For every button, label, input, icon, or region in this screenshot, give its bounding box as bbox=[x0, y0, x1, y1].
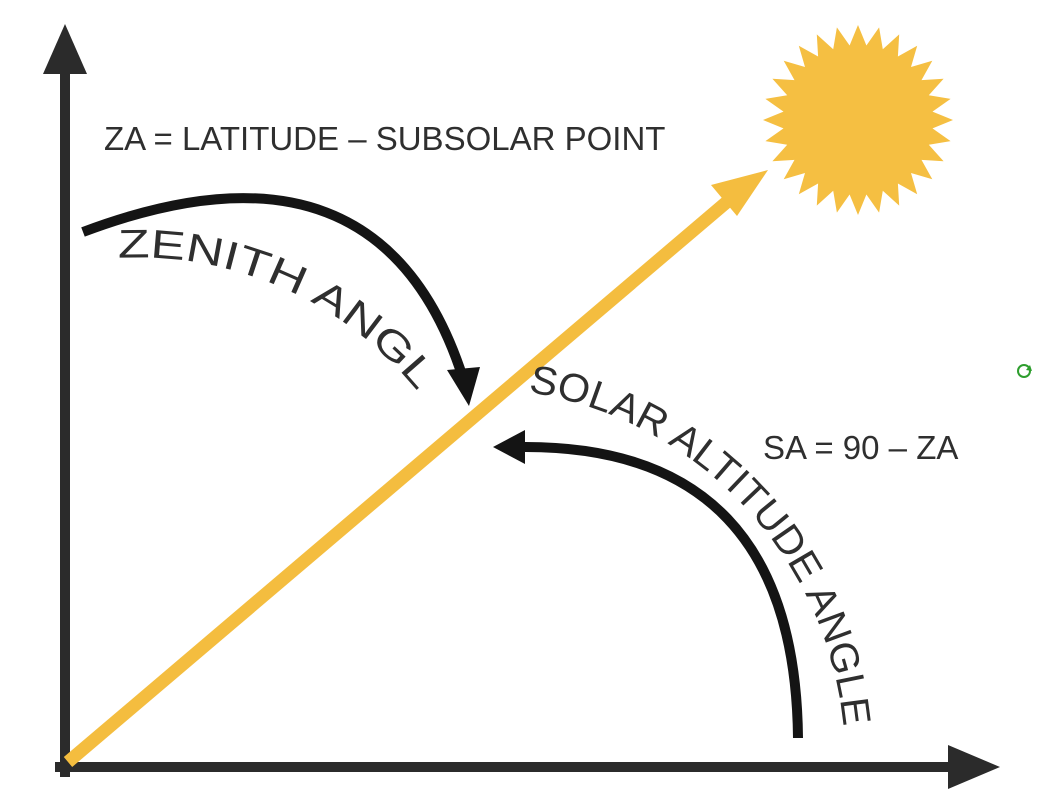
altitude-arc-line bbox=[521, 441, 803, 739]
solar-altitude-angle-label: SOLAR ALTITUDE ANGLE bbox=[526, 357, 878, 727]
y-axis-arrowhead bbox=[43, 24, 87, 74]
refresh-icon[interactable] bbox=[1017, 364, 1032, 378]
refresh-icon-ring bbox=[1017, 364, 1031, 378]
altitude-angle-arrow bbox=[493, 430, 803, 739]
zenith-formula: ZA = LATITUDE – SUBSOLAR POINT bbox=[104, 120, 665, 157]
sun-ray-line bbox=[63, 190, 740, 767]
sun-ray-arrowhead bbox=[711, 170, 768, 216]
altitude-formula: SA = 90 – ZA bbox=[763, 429, 958, 466]
zenith-arc-arrowhead bbox=[447, 367, 480, 406]
refresh-icon-arrow bbox=[1026, 365, 1032, 371]
zenith-angle-arrow bbox=[81, 193, 480, 406]
sun-ray bbox=[63, 170, 768, 767]
x-axis-arrowhead bbox=[948, 745, 1000, 789]
sun-icon bbox=[763, 25, 953, 215]
axes bbox=[43, 24, 1000, 789]
zenith-arc-line bbox=[81, 193, 468, 380]
solar-altitude-angle-label-path: SOLAR ALTITUDE ANGLE bbox=[526, 357, 878, 727]
altitude-arc-arrowhead bbox=[493, 430, 525, 464]
